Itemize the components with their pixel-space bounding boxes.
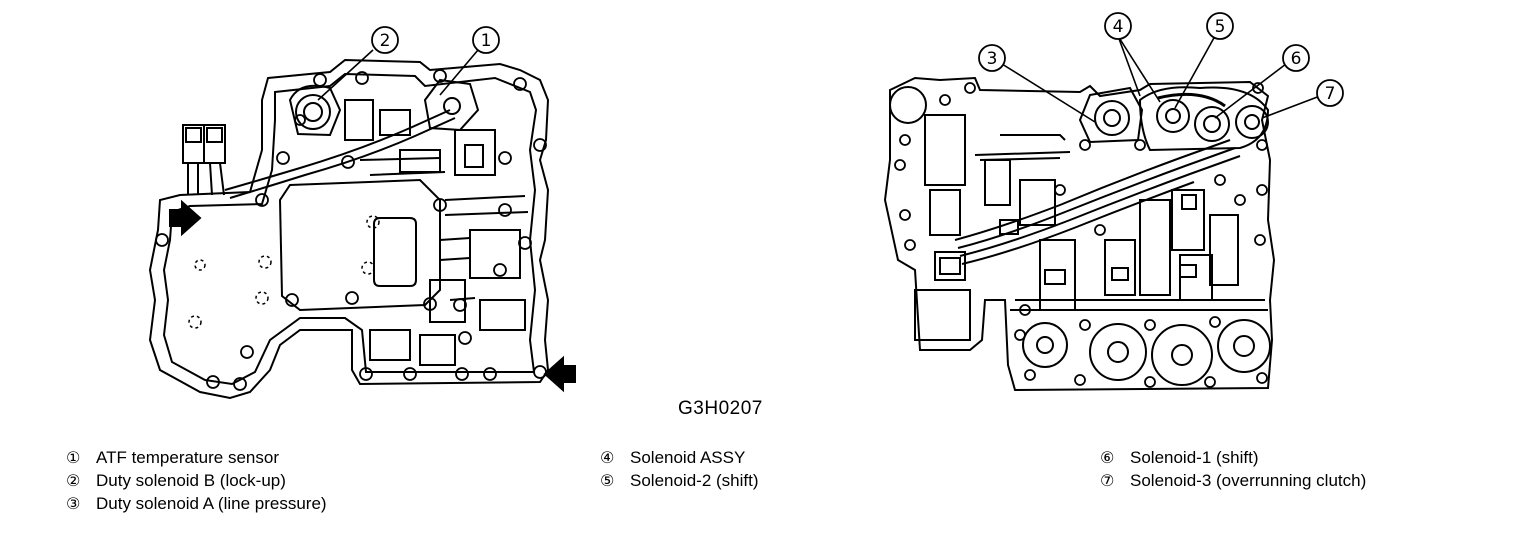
callout-7-circle bbox=[1316, 79, 1344, 107]
legend-column-1: ① ATF temperature sensor ② Duty solenoid… bbox=[66, 446, 327, 515]
legend-number: ⑦ bbox=[1100, 471, 1115, 490]
legend-item-2: ② Duty solenoid B (lock-up) bbox=[66, 469, 327, 492]
legend-item-5: ⑤ Solenoid-2 (shift) bbox=[600, 469, 759, 492]
callout-leaders bbox=[317, 35, 1321, 123]
legend-item-7: ⑦ Solenoid-3 (overrunning clutch) bbox=[1100, 469, 1366, 492]
legend-label: ATF temperature sensor bbox=[96, 448, 279, 467]
callout-1-circle bbox=[472, 26, 500, 54]
legend-column-2: ④ Solenoid ASSY ⑤ Solenoid-2 (shift) bbox=[600, 446, 759, 492]
legend-item-4: ④ Solenoid ASSY bbox=[600, 446, 759, 469]
legend-number: ④ bbox=[600, 448, 615, 467]
right-bolt-holes bbox=[894, 82, 1268, 388]
callout-3-circle bbox=[978, 44, 1006, 72]
callout-circles bbox=[371, 12, 1344, 107]
legend-number: ⑥ bbox=[1100, 448, 1115, 467]
callout-2-circle bbox=[371, 26, 399, 54]
legend-label: Solenoid-1 (shift) bbox=[1130, 448, 1259, 467]
legend-number: ② bbox=[66, 471, 81, 490]
legend-item-6: ⑥ Solenoid-1 (shift) bbox=[1100, 446, 1366, 469]
callout-7-number: 7 bbox=[1325, 84, 1336, 104]
figure-code: G3H0207 bbox=[678, 398, 763, 419]
legend-number: ① bbox=[66, 448, 81, 467]
legend-item-1: ① ATF temperature sensor bbox=[66, 446, 327, 469]
right-valve-body bbox=[883, 76, 1276, 392]
callout-4-circle bbox=[1104, 12, 1132, 40]
legend-item-3: ③ Duty solenoid A (line pressure) bbox=[66, 492, 327, 515]
callout-1-number: 1 bbox=[481, 31, 492, 51]
callout-3-number: 3 bbox=[987, 49, 998, 69]
callout-4-number: 4 bbox=[1113, 17, 1124, 37]
legend-label: Duty solenoid B (lock-up) bbox=[96, 471, 286, 490]
legend-label: Duty solenoid A (line pressure) bbox=[96, 494, 327, 513]
legend-label: Solenoid-3 (overrunning clutch) bbox=[1130, 471, 1367, 490]
legend-column-3: ⑥ Solenoid-1 (shift) ⑦ Solenoid-3 (overr… bbox=[1100, 446, 1366, 492]
callout-5-circle bbox=[1206, 12, 1234, 40]
callout-5-number: 5 bbox=[1215, 17, 1226, 37]
callout-6-circle bbox=[1282, 44, 1310, 72]
legend-number: ⑤ bbox=[600, 471, 615, 490]
legend-label: Solenoid ASSY bbox=[630, 448, 746, 467]
left-valve-body bbox=[148, 58, 576, 400]
legend-label: Solenoid-2 (shift) bbox=[630, 471, 759, 490]
callout-2-number: 2 bbox=[380, 31, 391, 51]
legend-number: ③ bbox=[66, 494, 81, 513]
left-bolt-holes bbox=[155, 69, 547, 391]
callout-6-number: 6 bbox=[1291, 49, 1302, 69]
